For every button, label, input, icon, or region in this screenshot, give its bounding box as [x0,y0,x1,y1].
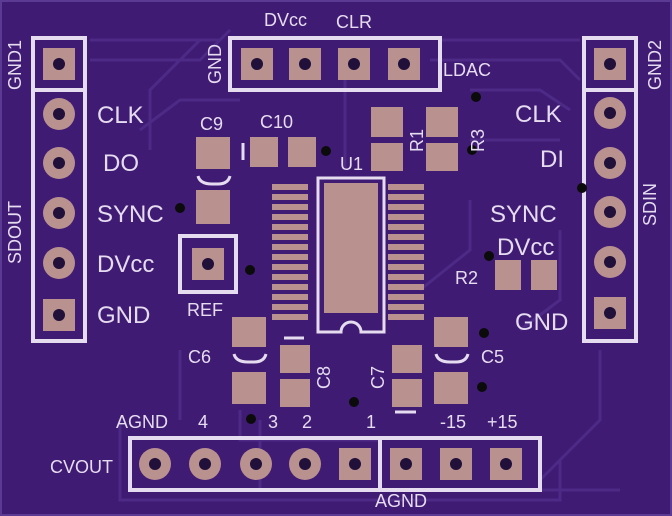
u1-pins [272,184,424,320]
c8-label: C8 [314,365,334,389]
header-pads [43,48,626,480]
r1-label: R1 [407,128,427,152]
left-pin-clk: CLK [97,102,144,129]
bottom-pin2-label: 2 [302,412,313,432]
top-clr-label: CLR [336,12,373,32]
header-outlines [31,36,638,492]
ref-label: REF [187,300,223,320]
u1-label: U1 [340,154,364,174]
bottom-pin4-label: 4 [198,412,209,432]
c6-label: C6 [188,347,212,367]
vias [175,92,587,424]
left-pin-do: DO [103,150,139,177]
u1-outline [316,176,386,334]
bottom-pin1-label: 1 [366,412,377,432]
cvout-label: CVOUT [50,457,113,477]
c9-label: C9 [200,114,224,134]
sdin-label: SDIN [640,182,660,226]
c7-label: C7 [368,365,388,389]
c5-label: C5 [481,347,505,367]
gnd2-label: GND2 [645,39,665,90]
right-pin-gnd: GND [515,309,569,336]
r3-label: R3 [468,128,488,152]
left-pin-dvcc: DVcc [97,251,155,278]
bottom-agnd-label: AGND [375,491,428,511]
gnd1-label: GND1 [5,39,25,90]
right-pin-dvcc: DVcc [497,234,555,261]
top-dvcc-label: DVcc [264,10,308,30]
left-pin-sync: SYNC [97,201,164,228]
top-gnd-label: GND [205,44,225,84]
bottom-pin3-label: 3 [268,412,279,432]
bottom-agnd-top-label: AGND [116,412,169,432]
bottom-pos15-label: +15 [487,412,518,432]
right-pin-clk: CLK [515,101,562,128]
bottom-neg15-label: -15 [440,412,467,432]
c10-label: C10 [260,112,294,132]
left-pin-gnd: GND [97,302,151,329]
right-pin-sync: SYNC [490,201,557,228]
r2-label: R2 [455,268,479,288]
sdout-label: SDOUT [5,201,25,264]
right-pin-di: DI [540,146,564,173]
smd-pads [196,107,557,407]
cap-brackets [196,143,470,414]
top-ldac-label: LDAC [443,60,492,80]
